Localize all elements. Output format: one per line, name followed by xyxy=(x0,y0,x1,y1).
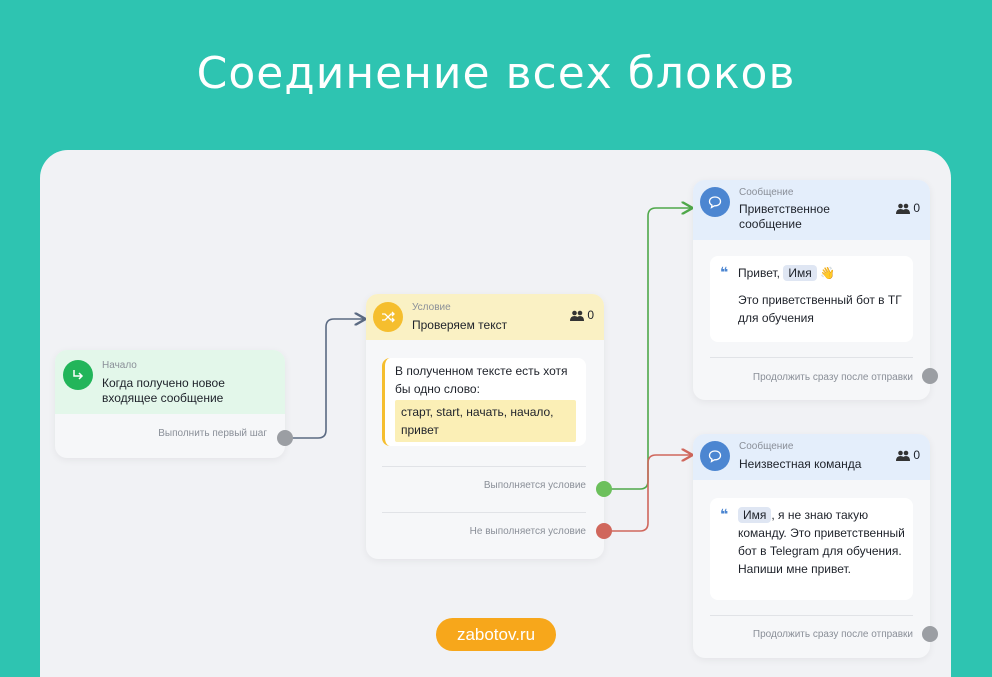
subscriber-count-value: 0 xyxy=(913,201,920,215)
start-output-port[interactable] xyxy=(277,430,293,446)
condition-node-header: Условие Проверяем текст 0 xyxy=(366,294,604,340)
node-kind-label: Сообщение xyxy=(739,441,794,452)
welcome-output-label: Продолжить сразу после отправки xyxy=(752,372,913,383)
node-title: Приветственное сообщение xyxy=(739,202,830,231)
name-variable-chip: Имя xyxy=(738,507,772,523)
node-kind-label: Сообщение xyxy=(739,187,794,198)
node-kind-label: Начало xyxy=(102,360,137,371)
people-icon xyxy=(570,310,585,321)
condition-keywords: старт, start, начать, начало, привет xyxy=(395,400,576,442)
speech-bubble-icon xyxy=(700,441,730,471)
output-false-label: Не выполняется условие xyxy=(469,526,586,537)
condition-node[interactable]: Условие Проверяем текст 0 В полученном т… xyxy=(366,294,604,559)
divider xyxy=(382,466,586,467)
subscriber-count: 0 xyxy=(896,201,920,215)
quote-icon: ❝ xyxy=(720,506,729,522)
message-body: Это приветственный бот в ТГ для обучения xyxy=(738,293,902,325)
start-node-header: Начало Когда получено новое входящее соо… xyxy=(55,350,285,414)
unknown-output-port[interactable] xyxy=(922,626,938,642)
subscriber-count: 0 xyxy=(570,308,594,322)
node-title: Проверяем текст xyxy=(412,318,508,332)
speech-bubble-icon xyxy=(700,187,730,217)
unknown-output-label: Продолжить сразу после отправки xyxy=(752,629,913,640)
node-title: Неизвестная команда xyxy=(739,457,862,471)
start-node[interactable]: Начало Когда получено новое входящее соо… xyxy=(55,350,285,458)
greeting-text: Привет, xyxy=(738,266,781,280)
subscriber-count-value: 0 xyxy=(913,448,920,462)
wave-emoji: 👋 xyxy=(820,266,836,280)
welcome-output-port[interactable] xyxy=(922,368,938,384)
shuffle-icon xyxy=(373,302,403,332)
welcome-message-node[interactable]: Сообщение Приветственное сообщение 0 ❝ П… xyxy=(693,180,930,400)
divider xyxy=(382,512,586,513)
people-icon xyxy=(896,203,911,214)
divider xyxy=(710,357,913,358)
node-kind-label: Условие xyxy=(412,302,451,313)
message-body: , я не знаю такую команду. Это приветств… xyxy=(738,508,905,576)
subscriber-count: 0 xyxy=(896,448,920,462)
condition-text: В полученном тексте есть хотя бы одно сл… xyxy=(395,364,568,396)
start-output-label: Выполнить первый шаг xyxy=(158,428,267,439)
welcome-message-card: ❝ Привет, Имя 👋 Это приветственный бот в… xyxy=(710,256,913,342)
node-title: Когда получено новое входящее сообщение xyxy=(102,376,225,405)
unknown-message-card: ❝ Имя, я не знаю такую команду. Это прив… xyxy=(710,498,913,600)
name-variable-chip: Имя xyxy=(783,265,817,281)
output-true-label: Выполняется условие xyxy=(483,480,586,491)
condition-false-port[interactable] xyxy=(596,523,612,539)
people-icon xyxy=(896,450,911,461)
divider xyxy=(710,615,913,616)
greeting-line: Привет, Имя 👋 xyxy=(738,264,903,282)
welcome-node-header: Сообщение Приветственное сообщение 0 xyxy=(693,180,930,240)
condition-true-port[interactable] xyxy=(596,481,612,497)
quote-icon: ❝ xyxy=(720,264,729,280)
site-badge[interactable]: zabotov.ru xyxy=(436,618,556,651)
arrow-turn-right-icon xyxy=(63,360,93,390)
unknown-node-header: Сообщение Неизвестная команда 0 xyxy=(693,434,930,480)
condition-card: В полученном тексте есть хотя бы одно сл… xyxy=(382,358,586,446)
page-headline: Соединение всех блоков xyxy=(196,48,796,99)
subscriber-count-value: 0 xyxy=(587,308,594,322)
unknown-command-node[interactable]: Сообщение Неизвестная команда 0 ❝ Имя, я… xyxy=(693,434,930,658)
